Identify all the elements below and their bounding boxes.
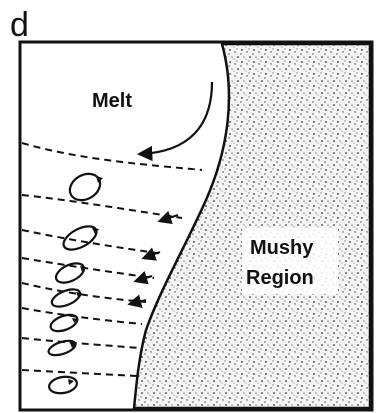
melt-label: Melt [92, 90, 132, 112]
isotherm-line [22, 258, 154, 278]
isotherm-line [22, 338, 140, 348]
interface-arrow [144, 252, 160, 258]
isotherm-line [22, 283, 146, 302]
cell-rotation-arrow [68, 379, 74, 385]
convection-cell [48, 375, 78, 396]
convection-cell [60, 222, 100, 255]
convection-cell [65, 169, 105, 206]
mushy-label-line2: Region [246, 267, 314, 289]
convection-cell [49, 286, 82, 310]
isotherm-line [22, 308, 142, 324]
isotherm-line [22, 195, 182, 218]
panel-label: d [10, 6, 29, 44]
mushy-label-line1: Mushy [250, 237, 314, 259]
convection-cell [48, 312, 79, 335]
downflow-arrow [140, 82, 212, 154]
cell-rotation-arrow [92, 228, 99, 234]
mushy-region [134, 44, 370, 408]
isotherm-line [22, 230, 164, 254]
isotherm-line [22, 370, 138, 376]
